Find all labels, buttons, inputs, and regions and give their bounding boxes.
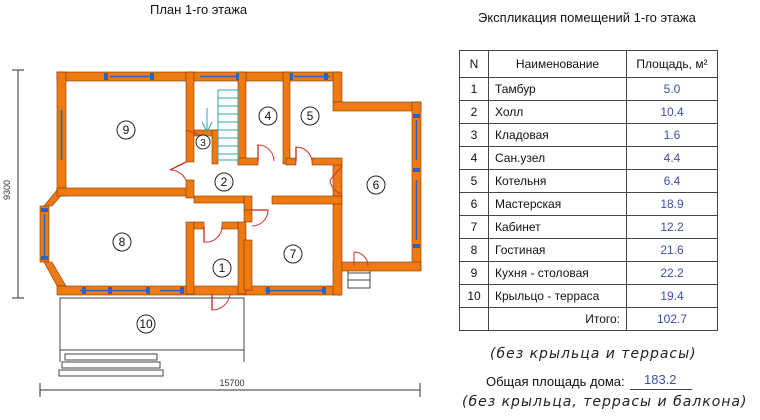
room-marker-circle: [212, 258, 232, 278]
room-marker-circle: [116, 120, 136, 140]
header-name: Наименование: [488, 50, 627, 78]
explication-title: Экспликация помещений 1-го этажа: [478, 10, 696, 25]
table-header-row: N Наименование Площадь, м²: [459, 50, 718, 78]
room-marker-10: 10: [136, 314, 156, 334]
room-marker-circle: [112, 232, 132, 252]
dim-width: 15700: [219, 378, 244, 388]
room-marker-circle: [366, 175, 386, 195]
room-number: 2: [221, 175, 228, 189]
room-number: 10: [139, 317, 153, 331]
row-area: 19.4: [626, 284, 718, 308]
room-number: 3: [200, 138, 206, 149]
row-area: 22.2: [626, 261, 718, 285]
room-marker-7: 7: [283, 244, 303, 264]
room-marker-8: 8: [112, 232, 132, 252]
house-total-underline: [630, 389, 692, 390]
row-n: 4: [459, 146, 489, 170]
terrace: [58, 297, 245, 377]
row-name: Котельня: [488, 169, 627, 193]
room-marker-circle: [136, 314, 156, 334]
dimension-lines: [12, 69, 421, 397]
row-name: Мастерская: [488, 192, 627, 216]
house-total-note: (без крыльца, террасы и балкона): [462, 394, 748, 410]
header-n: N: [459, 50, 489, 78]
room-marker-circle: [300, 106, 320, 126]
row-n: 3: [459, 123, 489, 147]
row-n: 9: [459, 261, 489, 285]
room-number: 5: [307, 109, 314, 123]
row-name: Тамбур: [488, 77, 627, 101]
row-name: Кладовая: [488, 123, 627, 147]
row-n: 2: [459, 100, 489, 124]
explication-note: (без крыльца и террасы): [490, 346, 697, 362]
row-n: 8: [459, 238, 489, 262]
row-name: Гостиная: [488, 238, 627, 262]
total-blank: [459, 307, 489, 331]
row-name: Сан.узел: [488, 146, 627, 170]
room-marker-circle: [258, 106, 278, 126]
row-n: 6: [459, 192, 489, 216]
house-total-value: 183.2: [644, 372, 677, 387]
row-name: Холл: [488, 100, 627, 124]
room-marker-9: 9: [116, 120, 136, 140]
room-marker-circle: [214, 172, 234, 192]
row-area: 6.4: [626, 169, 718, 193]
staircase: [201, 89, 239, 161]
room-number: 6: [373, 178, 380, 192]
row-name: Крыльцо - терраса: [488, 284, 627, 308]
room-marker-circle: [195, 134, 211, 150]
room-marker-circle: [283, 244, 303, 264]
table-total-row: Итого: 102.7: [459, 307, 718, 331]
row-n: 5: [459, 169, 489, 193]
row-name: Кухня - столовая: [488, 261, 627, 285]
room-marker-5: 5: [300, 106, 320, 126]
room-number: 1: [219, 261, 226, 275]
room-marker-4: 4: [258, 106, 278, 126]
house-total-label: Общая площадь дома:: [486, 374, 625, 389]
total-label: Итого:: [488, 307, 627, 331]
room-marker-3: 3: [195, 134, 211, 150]
total-value: 102.7: [626, 307, 718, 331]
row-area: 5.0: [626, 77, 718, 101]
row-n: 7: [459, 215, 489, 239]
row-name: Кабинет: [488, 215, 627, 239]
room-number: 4: [265, 109, 272, 123]
room-number: 7: [290, 247, 297, 261]
room-number: 9: [123, 123, 130, 137]
row-area: 10.4: [626, 100, 718, 124]
door-panels: [169, 145, 297, 310]
row-n: 10: [459, 284, 489, 308]
room-marker-2: 2: [214, 172, 234, 192]
row-area: 4.4: [626, 146, 718, 170]
row-area: 18.9: [626, 192, 718, 216]
row-area: 12.2: [626, 215, 718, 239]
window-marks: [41, 73, 420, 294]
header-area: Площадь, м²: [626, 50, 718, 78]
dim-height: 9300: [2, 180, 12, 200]
row-n: 1: [459, 77, 489, 101]
room-number: 8: [119, 235, 126, 249]
room-marker-6: 6: [366, 175, 386, 195]
row-area: 21.6: [626, 238, 718, 262]
row-area: 1.6: [626, 123, 718, 147]
room-marker-1: 1: [212, 258, 232, 278]
plan-title: План 1-го этажа: [150, 2, 248, 17]
